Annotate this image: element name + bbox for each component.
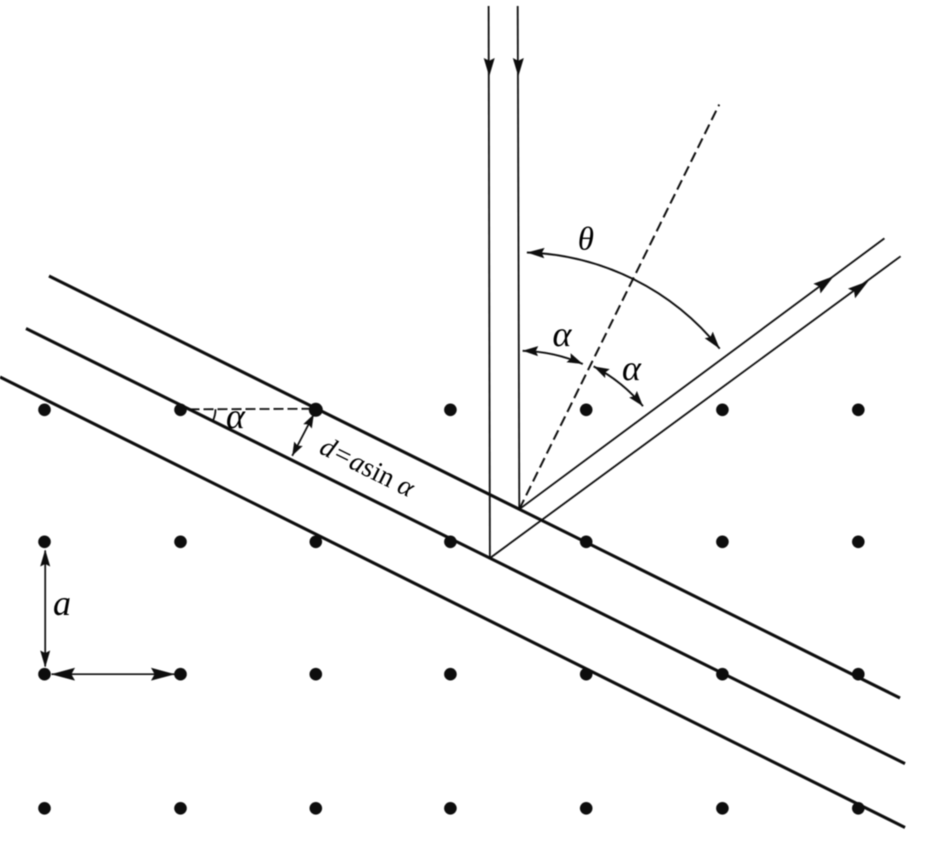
svg-text:θ: θ — [578, 222, 594, 258]
svg-text:α: α — [622, 348, 642, 388]
svg-text:a: a — [53, 583, 71, 623]
svg-text:α: α — [553, 314, 573, 354]
svg-text:α: α — [226, 396, 246, 436]
